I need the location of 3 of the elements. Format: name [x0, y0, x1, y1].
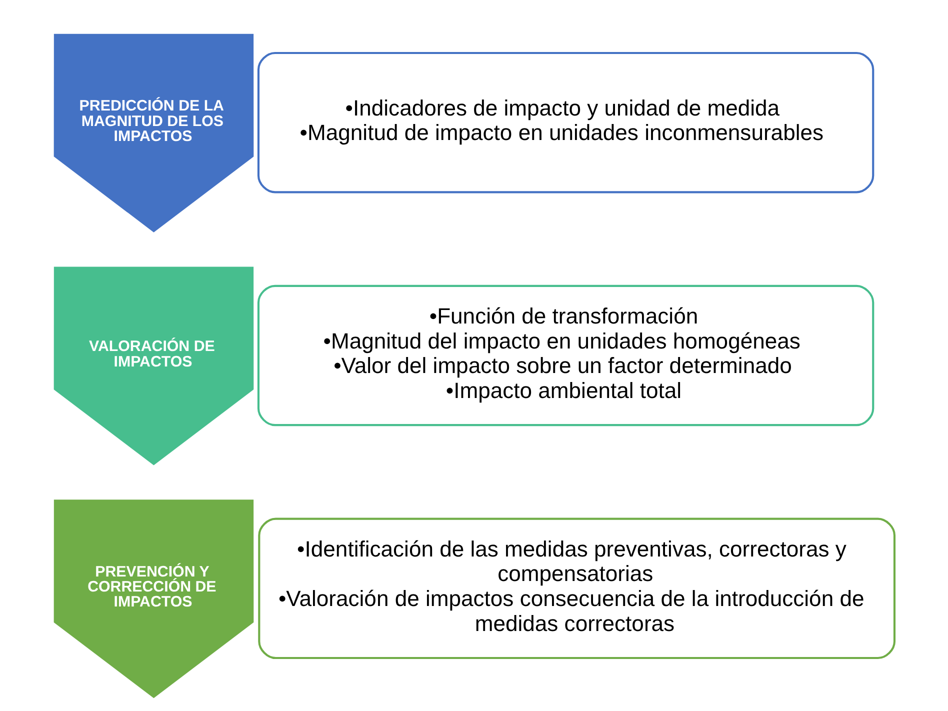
- node-box: •Indicadores de impacto y unidad de medida •Magnitud de impacto en unidades inconmensurables: [256, 52, 874, 194]
- node-box: •Identificación de las medidas preventivas, correctoras y compensatorias •Valoración de impactos consecuencia de la introducción de medidas correctoras: [258, 518, 896, 660]
- node-box: •Función de transformación •Magnitud del impacto en unidades homogéneas •Valor del impacto sobre un factor determinado •Impacto ambiental total: [256, 284, 874, 426]
